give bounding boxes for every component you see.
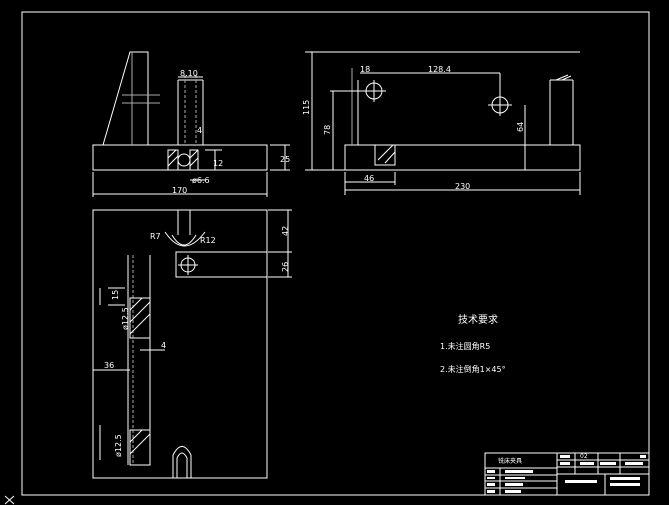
dim-depth-12: 12 bbox=[213, 159, 223, 168]
requirements-item-2: 2.未注倒角1×45° bbox=[440, 364, 506, 374]
title-block-fills bbox=[487, 455, 646, 493]
dim-height-25: 25 bbox=[280, 155, 290, 164]
dim-spacing: 128.4 bbox=[428, 65, 451, 74]
dim-hole-dia: ø6.6 bbox=[192, 176, 210, 185]
dim-slot-width: 8.10 bbox=[180, 69, 198, 78]
dim-height-115: 115 bbox=[302, 100, 311, 115]
requirements-item-1: 1.未注圆角R5 bbox=[440, 341, 490, 351]
title-block-name: 铣床夹具 bbox=[498, 457, 522, 465]
title-block bbox=[484, 452, 650, 496]
dim-depth-4: 4 bbox=[197, 126, 202, 135]
front-view bbox=[92, 51, 290, 197]
top-view bbox=[92, 209, 292, 479]
dim-hole-bottom: ø12.5 bbox=[114, 434, 123, 457]
dim-offset-18: 18 bbox=[360, 65, 370, 74]
side-view bbox=[305, 51, 581, 195]
ucs-axis-icon bbox=[4, 495, 15, 505]
requirements-title: 技术要求 bbox=[458, 313, 498, 326]
dim-width-170: 170 bbox=[172, 186, 187, 195]
dim-r7: R7 bbox=[150, 232, 161, 241]
title-block-sheet: 02 bbox=[580, 453, 588, 460]
dim-hole-12: ø12.5 bbox=[121, 307, 130, 330]
dim-4: 4 bbox=[161, 341, 166, 350]
dim-15: 15 bbox=[111, 290, 120, 300]
dim-width-230: 230 bbox=[455, 182, 470, 191]
dim-26: 26 bbox=[281, 262, 290, 272]
dim-r12: R12 bbox=[200, 236, 216, 245]
dim-36: 36 bbox=[104, 361, 114, 370]
dim-height-64: 64 bbox=[516, 122, 525, 132]
dim-42: 42 bbox=[281, 226, 290, 236]
drawing-border bbox=[21, 11, 650, 496]
dim-height-78: 78 bbox=[323, 125, 332, 135]
dim-width-46: 46 bbox=[364, 174, 374, 183]
